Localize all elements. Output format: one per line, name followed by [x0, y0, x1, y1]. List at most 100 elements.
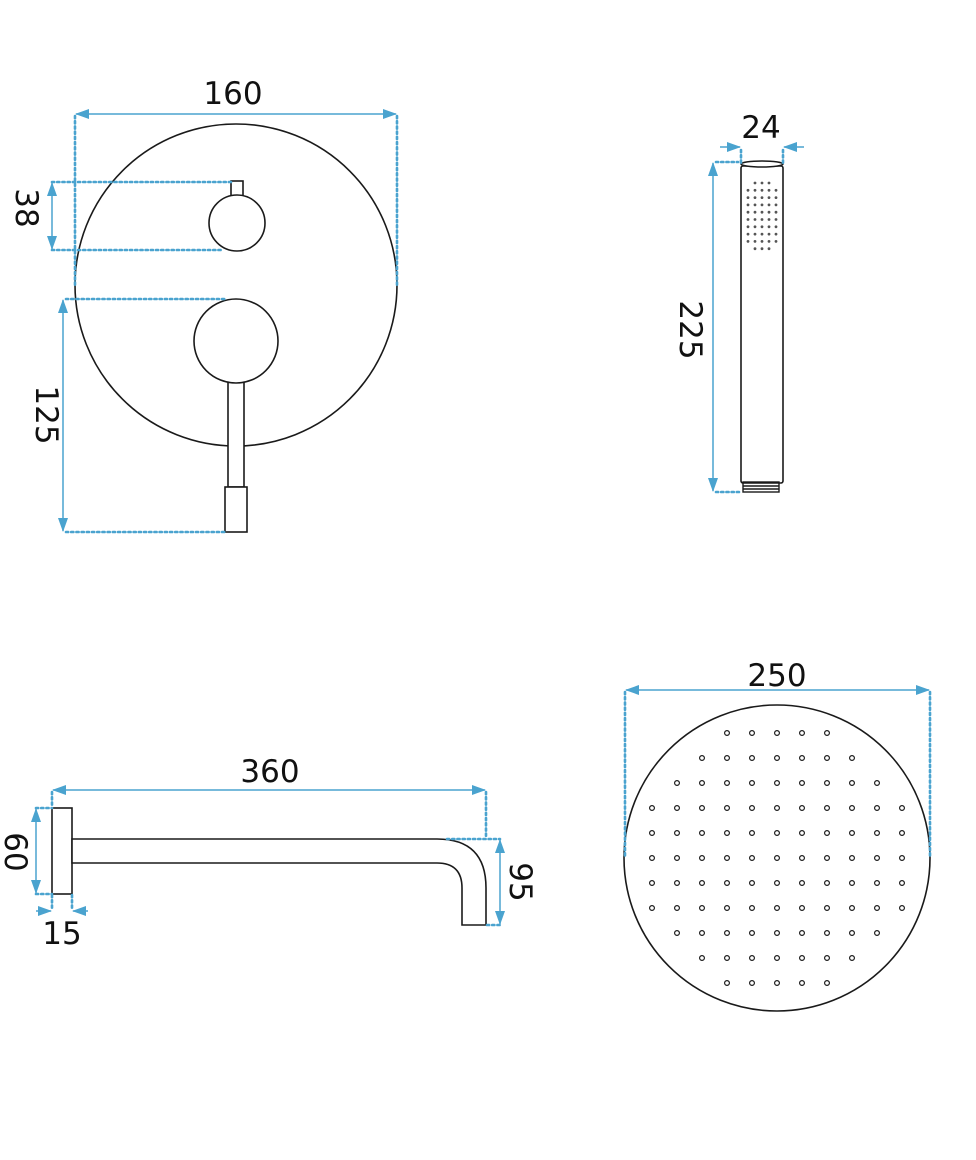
shower-hole: [773, 954, 780, 961]
shower-arm: [51, 807, 487, 926]
shower-hole: [823, 854, 830, 861]
shower-arm-pipe: [71, 838, 487, 926]
nozzle-dot: [753, 240, 757, 243]
shower-hole: [698, 904, 705, 911]
nozzle-dot: [767, 247, 771, 251]
shower-hole: [798, 854, 805, 861]
shower-hole: [723, 829, 730, 836]
nozzle-dot: [760, 210, 764, 214]
shower-hole: [848, 829, 855, 836]
shower-hole: [848, 804, 855, 811]
shower-hole: [698, 854, 705, 861]
shower-hole: [748, 804, 755, 811]
wall-flange: [51, 807, 73, 895]
shower-hole: [798, 829, 805, 836]
shower-hole: [773, 854, 780, 861]
nozzle-dot: [746, 225, 750, 229]
nozzle-dot: [767, 240, 771, 243]
hand-shower-length-label: 225: [672, 300, 708, 359]
nozzle-dot: [753, 188, 757, 192]
nozzle-dot: [774, 188, 778, 192]
shower-hole: [773, 904, 780, 911]
nozzle-dot: [746, 218, 750, 221]
hand-shower-top: [740, 160, 784, 168]
shower-hole: [873, 879, 880, 886]
nozzle-dot: [746, 232, 750, 236]
flange-depth-label: 15: [42, 916, 81, 952]
shower-hole: [798, 929, 805, 936]
shower-hole: [823, 979, 830, 986]
shower-hole: [698, 754, 705, 761]
shower-hole: [823, 754, 830, 761]
shower-hole: [648, 854, 655, 861]
diverter-knob: [208, 194, 266, 252]
shower-hole: [773, 729, 780, 736]
shower-hole: [673, 804, 680, 811]
flange-height-label: 60: [0, 832, 33, 871]
nozzle-dot: [746, 210, 750, 214]
shower-hole: [773, 979, 780, 986]
nozzle-dot: [760, 203, 764, 207]
shower-hole: [748, 904, 755, 911]
nozzle-dot: [753, 196, 757, 200]
shower-head-holes: [648, 729, 905, 986]
nozzle-dot: [767, 188, 771, 192]
nozzle-dot: [753, 181, 757, 185]
shower-hole: [648, 829, 655, 836]
hand-shower-dimensions: 24 225: [672, 110, 804, 494]
nozzle-dot: [753, 218, 757, 221]
nozzle-dot: [767, 225, 771, 229]
shower-hole: [748, 879, 755, 886]
diverter-stem: [230, 180, 244, 197]
nozzle-dot: [774, 225, 778, 229]
shower-hole: [723, 979, 730, 986]
nozzle-dot: [760, 188, 764, 192]
shower-hole: [748, 779, 755, 786]
shower-hole: [648, 879, 655, 886]
shower-hole: [773, 804, 780, 811]
nozzle-dot: [774, 232, 778, 236]
shower-hole: [673, 879, 680, 886]
nozzle-dot: [753, 210, 757, 214]
nozzle-dot: [760, 218, 764, 221]
nozzle-dot: [760, 181, 764, 185]
nozzle-dot: [753, 225, 757, 229]
hand-shower-nozzles: [746, 181, 778, 251]
hand-shower-thread: [742, 481, 780, 493]
arm-drop-label: 95: [502, 862, 538, 901]
shower-hole: [673, 929, 680, 936]
nozzle-dot: [746, 188, 750, 192]
mixer-width-label: 160: [203, 76, 262, 112]
shower-hole: [748, 829, 755, 836]
shower-hole: [848, 754, 855, 761]
shower-hole: [898, 854, 905, 861]
shower-hole: [673, 854, 680, 861]
shower-hole: [823, 804, 830, 811]
shower-hole: [823, 929, 830, 936]
mixer-plate: [74, 123, 398, 533]
shower-hole: [673, 904, 680, 911]
nozzle-dot: [767, 232, 771, 236]
hand-shower: [740, 160, 784, 493]
mixer-cartridge-knob: [193, 298, 279, 384]
nozzle-dot: [753, 203, 757, 207]
hand-shower-width-label: 24: [741, 110, 780, 146]
shower-hole: [823, 829, 830, 836]
nozzle-dot: [774, 203, 778, 207]
shower-hole: [748, 729, 755, 736]
shower-hole: [773, 754, 780, 761]
shower-hole: [848, 954, 855, 961]
nozzle-dot: [760, 232, 764, 236]
shower-hole: [773, 779, 780, 786]
shower-hole: [723, 879, 730, 886]
nozzle-dot: [767, 218, 771, 221]
shower-hole: [798, 804, 805, 811]
lever-handle: [224, 486, 248, 533]
shower-hole: [848, 879, 855, 886]
shower-hole: [773, 879, 780, 886]
shower-hole: [723, 954, 730, 961]
shower-hole: [848, 854, 855, 861]
shower-hole: [773, 829, 780, 836]
shower-hole: [723, 929, 730, 936]
nozzle-dot: [760, 240, 764, 243]
